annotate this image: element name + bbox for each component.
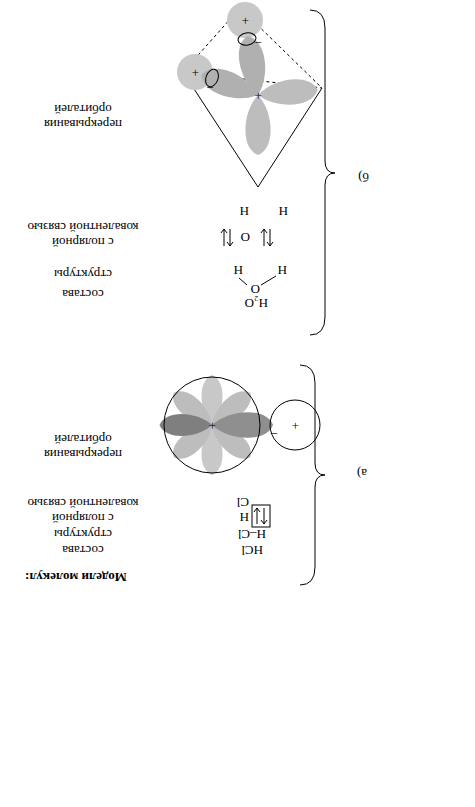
description: состава xyxy=(23,287,143,302)
charge-sign: + xyxy=(255,88,262,103)
atom-symbol: O xyxy=(251,282,260,297)
atom-symbol: H xyxy=(240,204,249,219)
formula: H–Cl xyxy=(238,527,266,542)
brace xyxy=(310,10,335,335)
atom-symbol: O xyxy=(241,230,250,245)
description: перекрывания орбиталей xyxy=(23,432,143,462)
description: структуры xyxy=(23,267,143,282)
diagram-title: Модели молекул: xyxy=(25,570,157,585)
atom-symbol: H xyxy=(278,263,287,278)
electron-arrows xyxy=(221,229,273,246)
charge-sign: − xyxy=(207,80,214,95)
charge-sign: − xyxy=(255,35,262,50)
atom-symbol: H xyxy=(240,510,249,525)
formula: H₂O xyxy=(245,296,268,311)
hcl-orbitals xyxy=(160,375,321,475)
section-letter: б) xyxy=(358,170,369,185)
description: с полярной ковалентной связью xyxy=(23,220,143,250)
atom-symbol: H xyxy=(234,263,243,278)
electron-pair-box xyxy=(252,505,270,527)
description: перекрывания орбиталей xyxy=(23,102,143,132)
charge-sign: + xyxy=(242,13,249,28)
h2o-orbitals xyxy=(177,2,319,155)
atom-symbol: Cl xyxy=(237,495,249,510)
formula: HCl xyxy=(241,543,263,558)
charge-sign: + xyxy=(292,418,299,433)
description: с полярной ковалентной связью xyxy=(23,496,143,526)
charge-sign: + xyxy=(209,418,216,433)
charge-sign: + xyxy=(192,65,199,80)
section-letter: а) xyxy=(357,466,367,481)
description: структуры xyxy=(23,527,143,542)
brace xyxy=(300,365,325,585)
atom-symbol: H xyxy=(279,204,288,219)
description: состава xyxy=(23,543,143,558)
charge-sign: − xyxy=(271,426,278,441)
